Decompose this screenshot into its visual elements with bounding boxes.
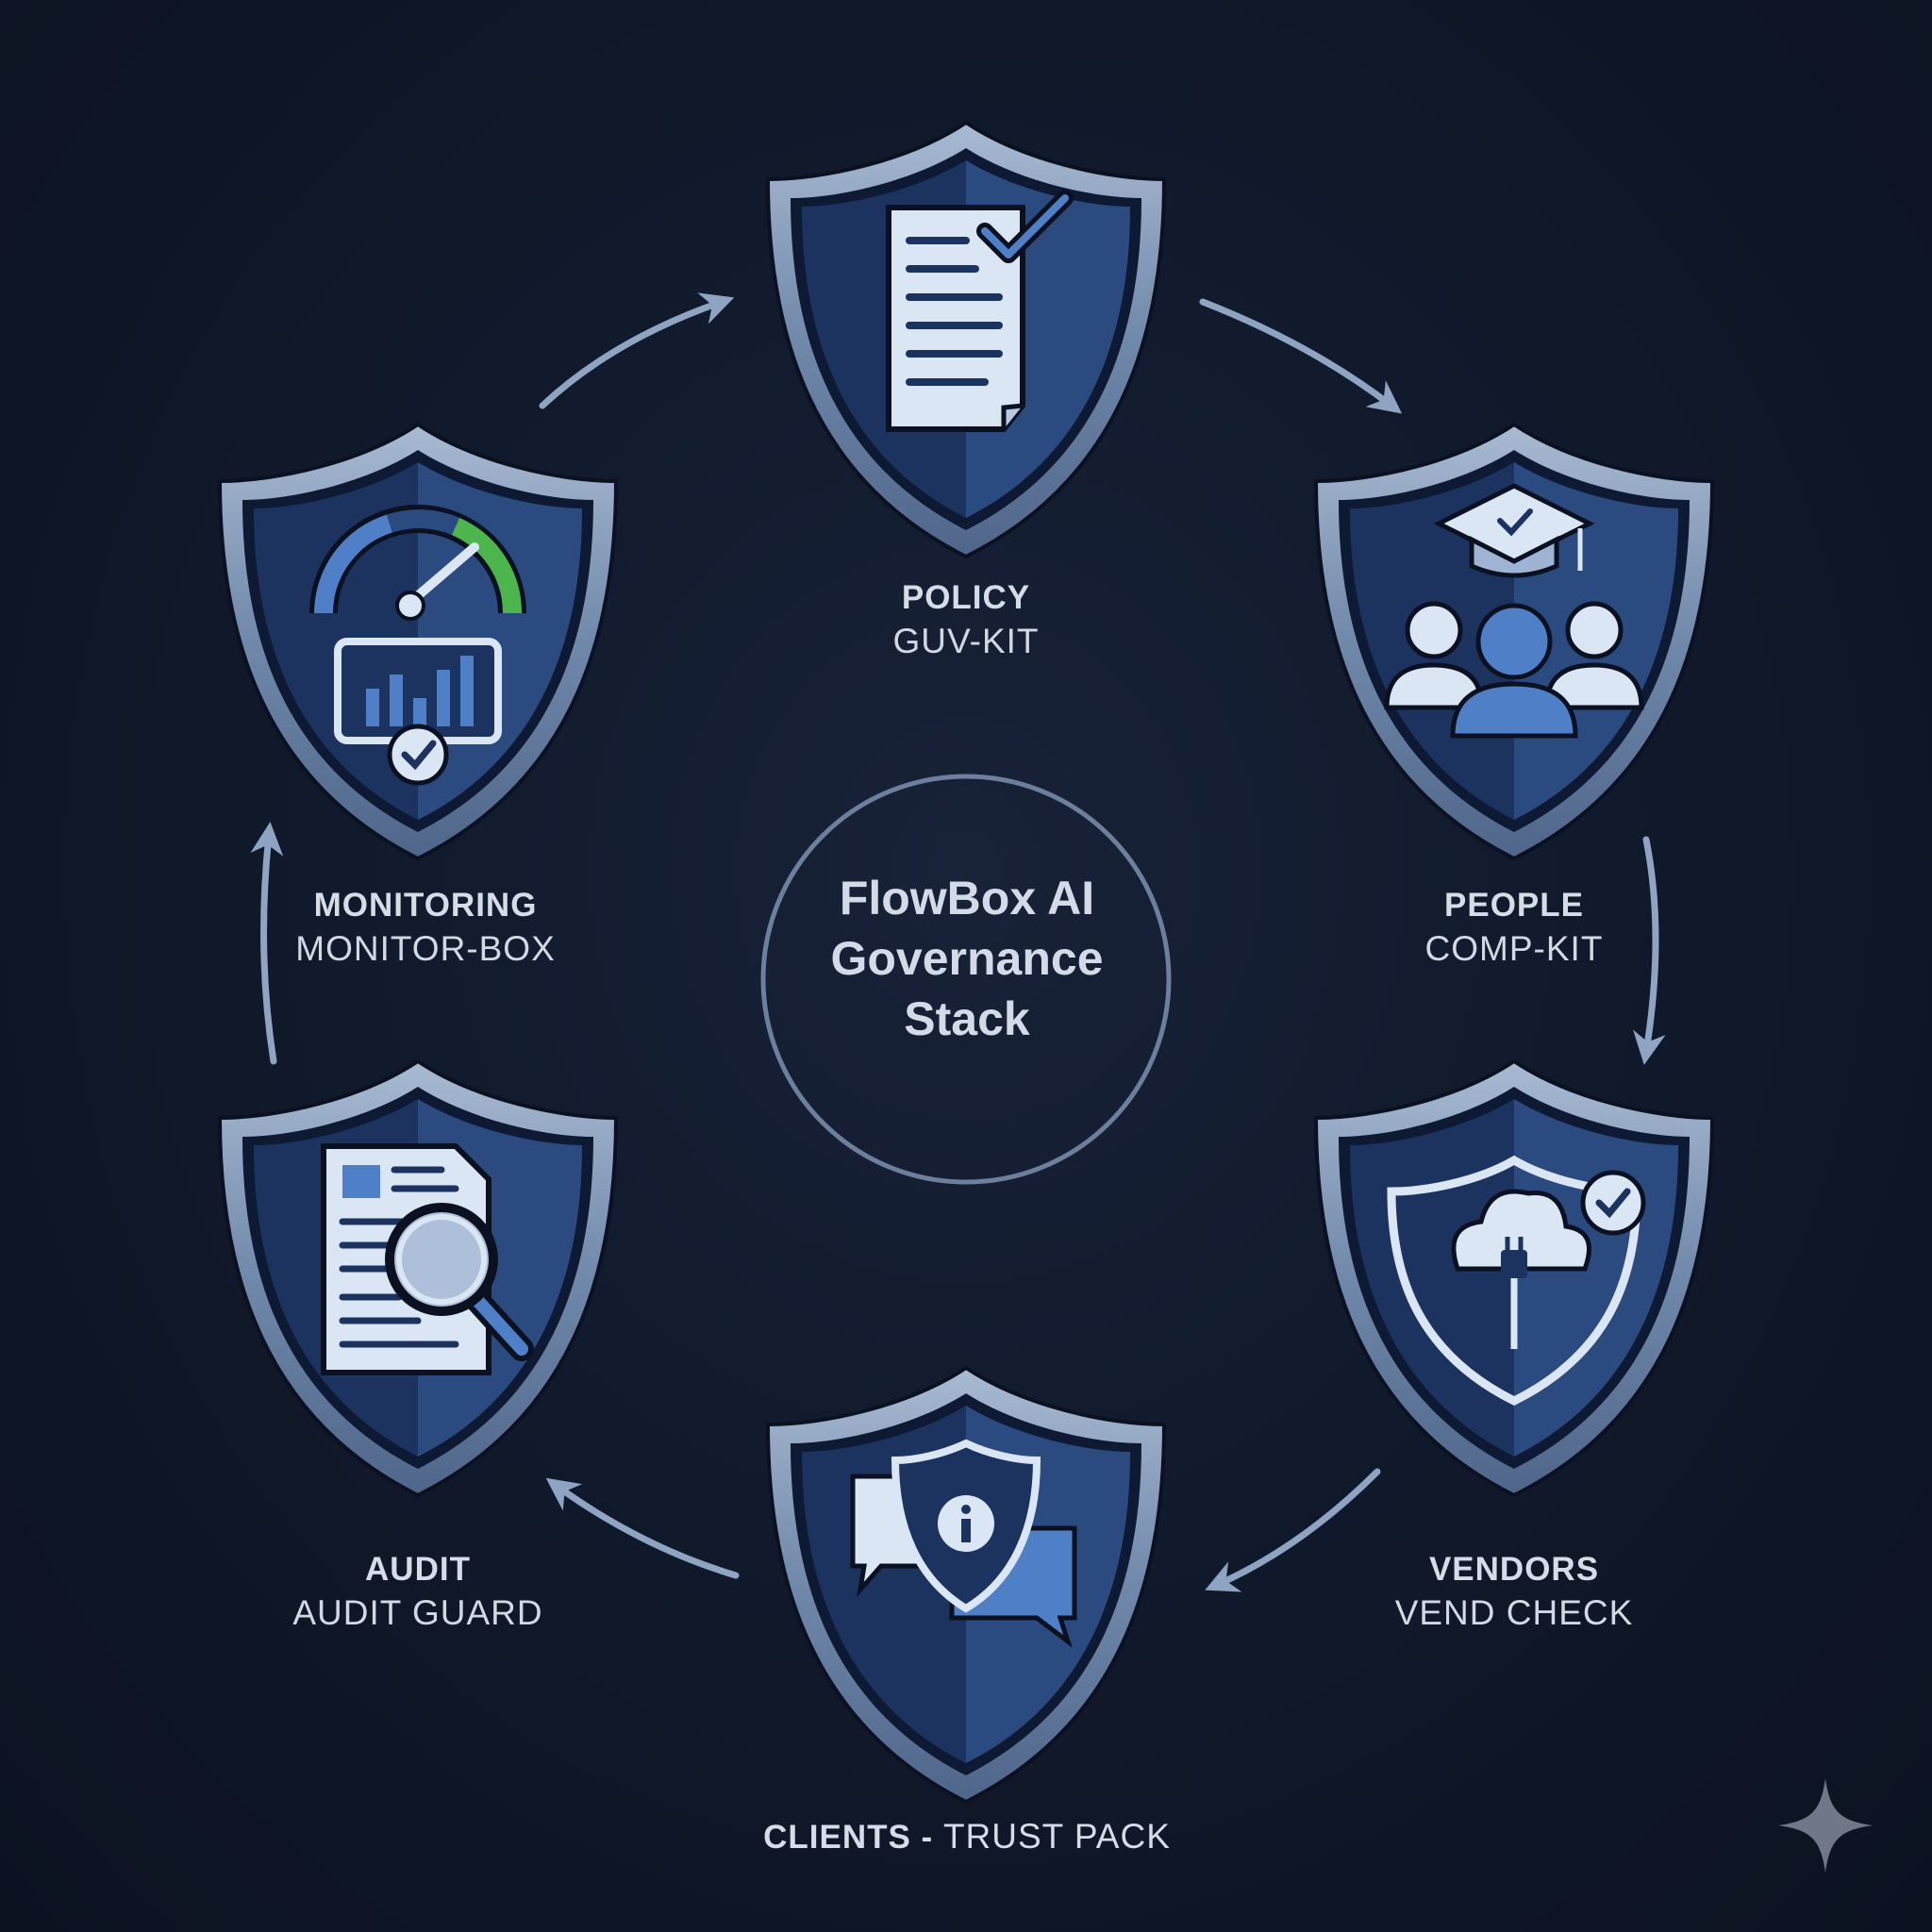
arrow-policy-to-people [1199,298,1403,414]
graduation-people-icon [1384,483,1644,739]
document-check-icon [886,190,1074,432]
label-people-title: PEOPLE [1444,887,1584,924]
label-vendors: VENDORS VEND CHECK [1316,1549,1712,1636]
cycle-arrows [250,292,1666,1592]
center-title-line2: Governance [830,932,1104,985]
arrow-monitoring-to-policy [539,292,735,409]
shield-clients [766,1366,1166,1804]
shield-monitoring [218,423,618,860]
shield-vendors [1314,1059,1714,1497]
label-audit-subtitle: AUDIT GUARD [292,1593,543,1632]
arrow-clients-to-audit [545,1477,740,1579]
label-policy-title: POLICY [901,579,1031,616]
arrow-audit-to-monitoring [250,822,284,1065]
shield-policy [766,121,1166,558]
center-title: FlowBox AI Governance Stack [774,868,1160,1049]
label-vendors-subtitle: VEND CHECK [1394,1593,1634,1632]
label-policy-subtitle: GUV-KIT [892,622,1040,660]
label-policy: POLICY GUV-KIT [768,577,1164,664]
document-magnifier-icon [321,1143,534,1375]
arrow-people-to-vendors [1633,836,1666,1065]
label-clients: CLIENTS - TRUST PACK [660,1817,1274,1857]
label-clients-separator: - [910,1819,943,1856]
center-title-line3: Stack [904,992,1030,1045]
label-vendors-title: VENDORS [1428,1551,1600,1588]
gauge-chart-check-icon [309,505,526,786]
center-title-line1: FlowBox AI [839,872,1095,924]
chat-info-shield-icon [850,1439,1077,1648]
label-people-subtitle: COMP-KIT [1424,929,1604,968]
label-monitoring: MONITORING MONITOR-BOX [227,885,624,972]
center-circle [760,774,1172,1185]
shield-audit [218,1059,618,1497]
label-monitoring-title: MONITORING [313,887,538,924]
sparkle-icon [1778,1778,1873,1873]
label-audit: AUDIT AUDIT GUARD [220,1549,616,1636]
arrow-vendors-to-clients [1205,1468,1381,1592]
label-clients-title: CLIENTS [763,1819,911,1856]
label-people: PEOPLE COMP-KIT [1316,885,1712,972]
label-monitoring-subtitle: MONITOR-BOX [295,929,556,968]
cloud-plug-check-icon [1387,1155,1646,1407]
shield-people [1314,423,1714,860]
label-clients-subtitle: TRUST PACK [942,1817,1171,1856]
label-audit-title: AUDIT [365,1551,471,1588]
